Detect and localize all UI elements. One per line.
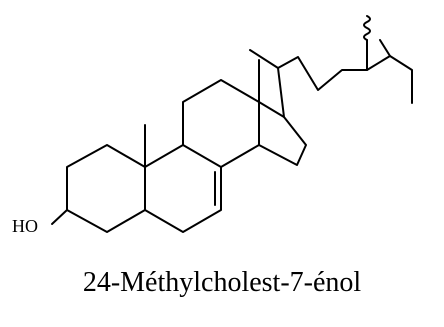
hydroxyl-label: HO: [12, 216, 38, 236]
ring-d: [258, 101, 307, 166]
isopropyl-branch: [379, 39, 391, 57]
wavy-bond: [363, 15, 371, 41]
ring-c: [182, 79, 260, 168]
ring-b: [144, 144, 222, 233]
hydroxyl-bond: [51, 209, 68, 225]
compound-name-caption: 24-Méthylcholest-7-énol: [82, 267, 362, 298]
ring-a: [66, 144, 146, 233]
c21-methyl: [249, 49, 279, 69]
side-chain: [277, 55, 413, 118]
